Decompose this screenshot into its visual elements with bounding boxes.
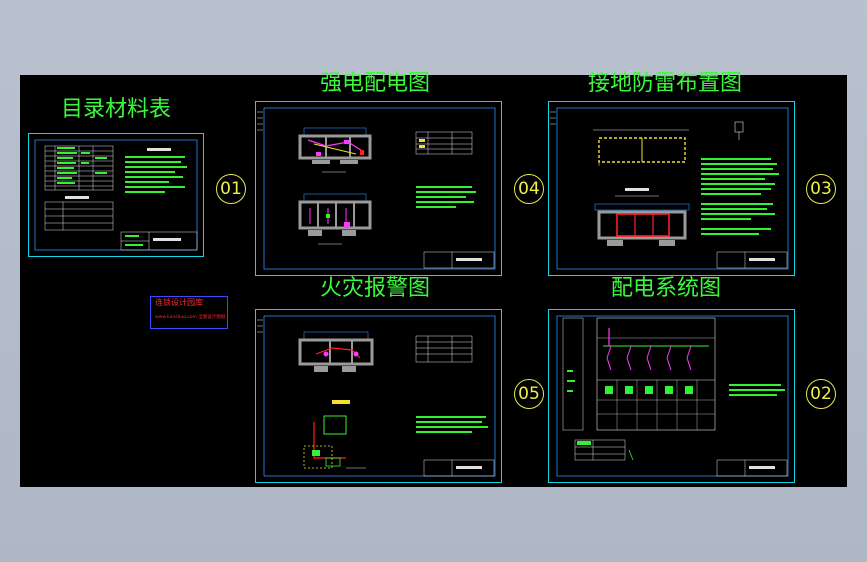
title-fire: 火灾报警图 — [320, 276, 431, 301]
marker-05: 05 — [514, 379, 544, 409]
drawing-canvas[interactable]: 目录材料表 强电配电图 接地防雷布置图 火灾报警图 配电系统图 01 04 03… — [20, 71, 847, 487]
title-power: 强电配电图 — [320, 71, 431, 96]
marker-03: 03 — [806, 174, 836, 204]
sheet-power[interactable] — [255, 101, 502, 276]
power-drawing — [257, 107, 496, 270]
system-drawing — [556, 315, 789, 477]
stamp-line-2: www.lianshuo.com 全套设计图纸 — [155, 315, 226, 320]
fire-drawing — [257, 315, 496, 477]
title-system: 配电系统图 — [611, 276, 722, 301]
marker-02: 02 — [806, 379, 836, 409]
title-catalog: 目录材料表 — [61, 97, 172, 122]
sheet-ground[interactable] — [548, 101, 795, 276]
title-ground: 接地防雷布置图 — [588, 71, 743, 96]
ground-drawing — [550, 107, 789, 270]
marker-01: 01 — [216, 174, 246, 204]
stamp-line-1: 连锁设计园库 — [155, 298, 203, 307]
sheet-fire[interactable] — [255, 309, 502, 483]
watermark-stamp: 连锁设计园库 www.lianshuo.com 全套设计图纸 — [150, 296, 228, 329]
marker-04: 04 — [514, 174, 544, 204]
catalog-drawing — [34, 139, 198, 251]
sheet-catalog[interactable] — [28, 133, 204, 257]
sheet-system[interactable] — [548, 309, 795, 483]
